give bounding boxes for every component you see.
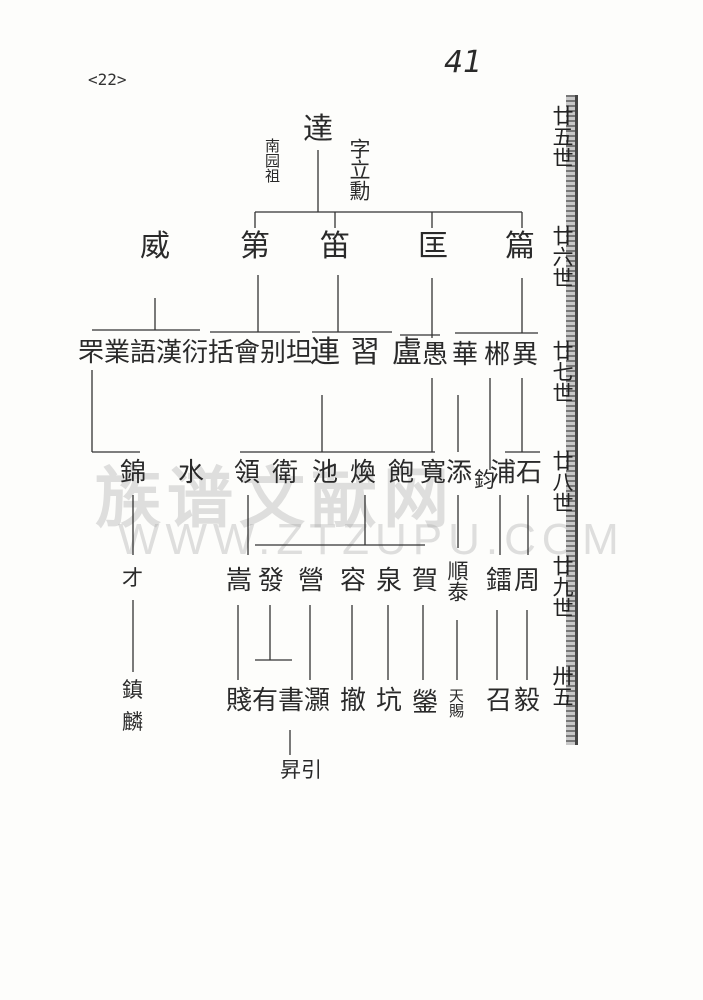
person-gen27-1: 罘 <box>78 338 105 368</box>
person-gen28-11: 浦 <box>490 458 517 488</box>
person-gen28-3: 領 <box>234 458 261 488</box>
person-gen27-16: 異 <box>512 340 539 370</box>
generation-label-25: 廿五世 <box>550 105 574 168</box>
person-gen28-9: 添 <box>446 458 473 488</box>
person-gen29-9: 鐳 <box>486 566 513 596</box>
person-gen27-10: 連 <box>310 335 340 370</box>
person-gen26-3: 笛 <box>320 229 350 264</box>
person-gen27-13: 愚 <box>422 340 449 370</box>
person-gen30-4: 有 <box>252 686 279 716</box>
person-gen28-1: 錦 <box>120 458 147 488</box>
person-gen29-1: 才 <box>122 566 143 590</box>
person-gen30-10: 天賜 <box>447 688 465 718</box>
person-gen30-2: 麟 <box>122 710 143 734</box>
person-gen27-8: 别 <box>260 338 287 368</box>
person-gen30-9: 鎣 <box>412 688 439 718</box>
person-gen29-8: 順泰 <box>445 560 469 602</box>
person-gen27-9: 坦 <box>286 338 313 368</box>
person-gen30-11: 召 <box>486 686 513 716</box>
generation-label-29: 廿九世 <box>550 555 574 618</box>
generation-label-35: 卅五 <box>550 665 574 707</box>
person-gen30-12: 毅 <box>514 686 541 716</box>
person-gen26-5: 篇 <box>505 229 535 264</box>
watermark-en: WWW.ZTZUPU.COM <box>118 515 625 564</box>
person-gen27-7: 會 <box>234 338 261 368</box>
person-gen26-2: 第 <box>240 229 270 264</box>
person-gen30-5: 書 <box>278 686 305 716</box>
person-note-right: 字立勳 <box>347 138 371 201</box>
person-gen26-4: 匡 <box>418 229 448 264</box>
person-gen30-6: 灝 <box>304 686 331 716</box>
person-gen27-6: 括 <box>208 338 235 368</box>
person-gen27-15: 郴 <box>484 340 511 370</box>
generation-label-26: 廿六世 <box>550 225 574 288</box>
person-gen28-5: 池 <box>312 458 339 488</box>
person-gen30-3: 賤 <box>226 686 253 716</box>
person-gen29-4: 營 <box>298 566 325 596</box>
person-note-left: 南园祖 <box>263 138 281 183</box>
watermark-cn: 族谱文献网 <box>95 461 455 535</box>
person-gen28-10: 鈞 <box>474 468 495 492</box>
person-gen29-3: 發 <box>258 566 285 596</box>
person-gen31-1: 昇引 <box>280 758 322 782</box>
person-gen30-1: 鎮 <box>122 678 143 702</box>
person-gen28-12: 石 <box>516 458 543 488</box>
binding-edge <box>566 95 576 745</box>
person-gen30-8: 坑 <box>376 686 403 716</box>
person-gen27-2: 業 <box>104 338 131 368</box>
page-label: <22> <box>88 70 127 89</box>
person-gen27-11: 習 <box>350 335 380 370</box>
person-gen28-7: 飽 <box>388 458 415 488</box>
person-gen27-14: 華 <box>452 340 479 370</box>
person-gen27-12: 盧 <box>392 335 422 370</box>
person-gen28-6: 煥 <box>350 458 377 488</box>
binding-line <box>575 95 578 745</box>
person-gen25: 達 <box>303 112 333 147</box>
person-gen29-2: 嵩 <box>226 566 253 596</box>
person-gen28-8: 寬 <box>420 458 447 488</box>
person-gen29-10: 周 <box>514 566 541 596</box>
person-gen29-7: 賀 <box>412 566 439 596</box>
person-gen27-5: 衍 <box>182 338 209 368</box>
person-gen30-7: 撤 <box>340 686 367 716</box>
generation-label-28: 廿八世 <box>550 450 574 513</box>
person-gen27-4: 漢 <box>156 338 183 368</box>
person-gen29-5: 容 <box>340 566 367 596</box>
generation-label-27: 廿七世 <box>550 340 574 403</box>
person-gen26-1: 威 <box>140 229 170 264</box>
person-gen28-2: 水 <box>178 458 205 488</box>
person-gen27-3: 語 <box>130 338 157 368</box>
person-gen28-4: 衛 <box>272 458 299 488</box>
person-gen29-6: 泉 <box>376 566 403 596</box>
page-number: 41 <box>444 45 483 80</box>
